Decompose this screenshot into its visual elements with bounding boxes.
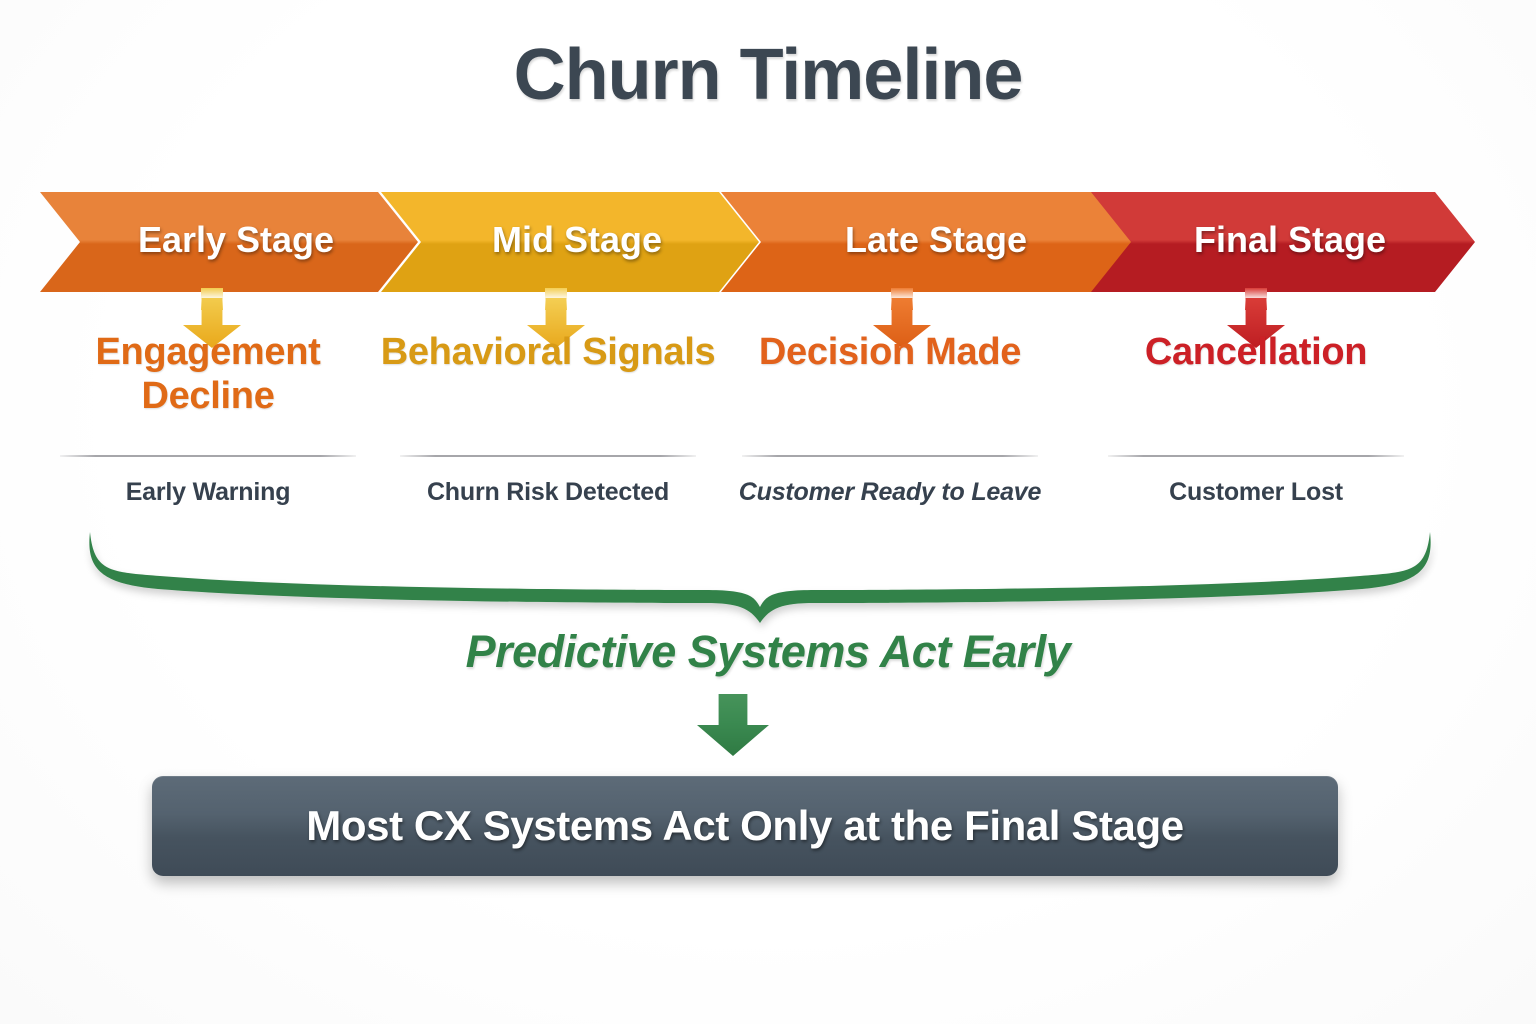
stage-column-late: Decision Made Customer Ready to Leave: [720, 330, 1060, 506]
stage-banner-final[interactable]: Final Stage: [1091, 192, 1475, 292]
stage-banner-label: Final Stage: [1193, 219, 1387, 260]
stage-caption: Early Warning: [125, 478, 291, 506]
stage-caption: Churn Risk Detected: [426, 478, 670, 506]
stage-caption: Customer Lost: [1169, 478, 1343, 506]
green-brace: [60, 510, 1460, 640]
stage-banner-row: Early Stage Mid Stage Late Stage Final S…: [40, 192, 1450, 292]
stage-heading: Cancellation: [1144, 331, 1368, 373]
stage-banner-label: Mid Stage: [491, 219, 662, 260]
stage-banner-label: Early Stage: [137, 219, 335, 260]
column-divider: [742, 455, 1038, 457]
green-brace-icon: [89, 532, 1431, 623]
column-divider: [1108, 455, 1404, 457]
stage-heading: Decision Made: [758, 331, 1022, 373]
stage-heading: Engagement Decline: [95, 331, 321, 418]
column-divider: [400, 455, 696, 457]
bottom-conclusion-banner[interactable]: Most CX Systems Act Only at the Final St…: [152, 776, 1338, 876]
down-arrow-icon-green: [697, 694, 769, 756]
page-title: Churn Timeline: [513, 35, 1024, 115]
stage-column-mid: Behavioral Signals Churn Risk Detected: [378, 330, 718, 506]
stage-banner-late[interactable]: Late Stage: [721, 192, 1137, 292]
bottom-conclusion-label: Most CX Systems Act Only at the Final St…: [306, 802, 1184, 849]
stage-banner-mid[interactable]: Mid Stage: [381, 192, 759, 292]
stage-column-early: Engagement Decline Early Warning: [38, 330, 378, 506]
stage-banner-early[interactable]: Early Stage: [40, 192, 418, 292]
column-divider: [60, 455, 356, 457]
stage-heading: Behavioral Signals: [380, 331, 716, 373]
stage-caption: Customer Ready to Leave: [738, 478, 1042, 506]
stage-banner-label: Late Stage: [844, 219, 1028, 260]
stage-column-final: Cancellation Customer Lost: [1086, 330, 1426, 506]
predictive-systems-note: Predictive Systems Act Early: [465, 626, 1071, 677]
